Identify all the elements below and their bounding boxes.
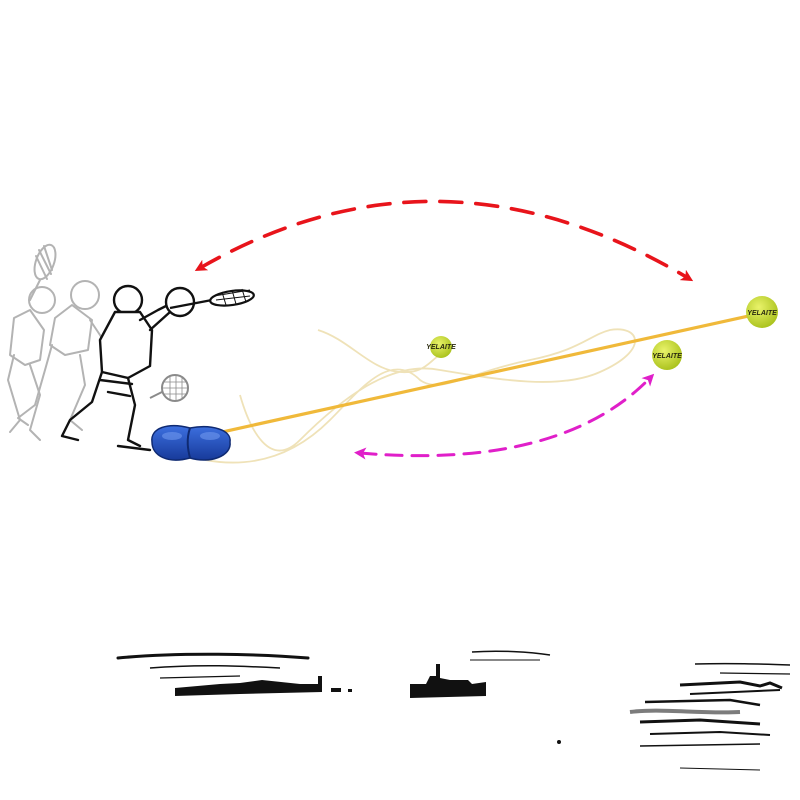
player-torso (98, 310, 154, 380)
player-shorts-lines (98, 378, 134, 398)
racket-low-icon (149, 374, 189, 402)
tennis-ball-mid-icon: YELAITE (426, 336, 456, 358)
ghost-player-1 (7, 286, 56, 441)
player-ghost-figures (7, 243, 111, 441)
svg-text:YELAITE: YELAITE (652, 353, 682, 360)
player-legs (60, 370, 152, 452)
player-head (112, 284, 144, 316)
elastic-cord (220, 311, 764, 434)
player-head-front (164, 286, 196, 318)
tennis-ball-return-icon: YELAITE (652, 340, 682, 370)
swing-arrow-icon (194, 199, 694, 282)
player-figure (60, 284, 196, 452)
ghost-racket-icon (29, 243, 57, 301)
racket-raised-icon (169, 288, 255, 310)
tennis-ball-end-icon: YELAITE (746, 296, 778, 328)
ghost-player-2 (17, 280, 111, 431)
return-arrow-icon (354, 373, 655, 460)
skyline-silhouette-icon (116, 650, 791, 771)
svg-text:YELAITE: YELAITE (426, 344, 456, 351)
svg-text:YELAITE: YELAITE (747, 310, 777, 317)
trainer-base-icon (151, 424, 231, 461)
cord-motion-trace (204, 328, 636, 464)
